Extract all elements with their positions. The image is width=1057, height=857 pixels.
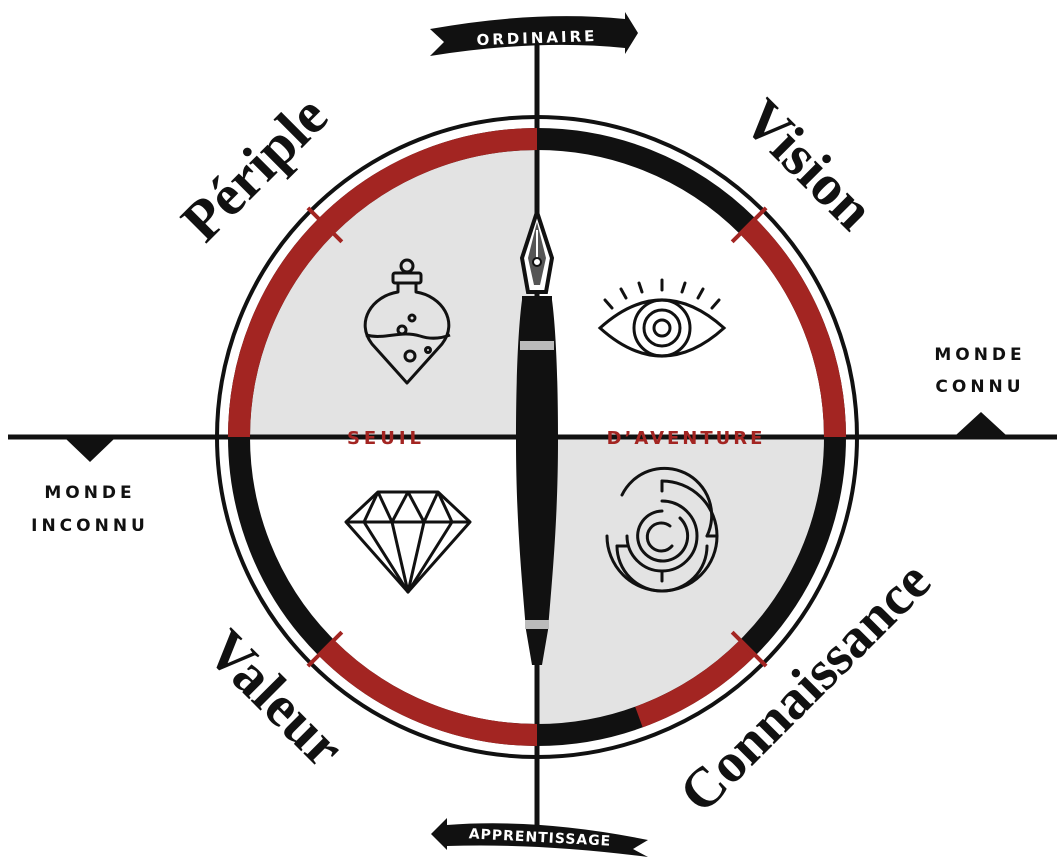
ordinaire-banner: ORDINAIRE (430, 12, 638, 56)
red-arc-top-right (748, 226, 835, 437)
unknown-world-label-line2: INCONNU (31, 516, 149, 536)
unknown-world-marker (66, 439, 114, 462)
eye-icon (600, 280, 724, 356)
known-world-label-line1: MONDE (934, 345, 1025, 365)
known-world-marker (956, 412, 1006, 435)
ordinaire-label: ORDINAIRE (476, 27, 597, 49)
red-arc-bottom (326, 648, 537, 735)
diamond-icon (346, 492, 470, 592)
known-world-label-line2: CONNU (935, 377, 1024, 397)
unknown-world-label-line1: MONDE (44, 483, 135, 503)
seuil-label: SEUIL (347, 428, 425, 449)
aventure-label: D’AVENTURE (607, 428, 766, 449)
